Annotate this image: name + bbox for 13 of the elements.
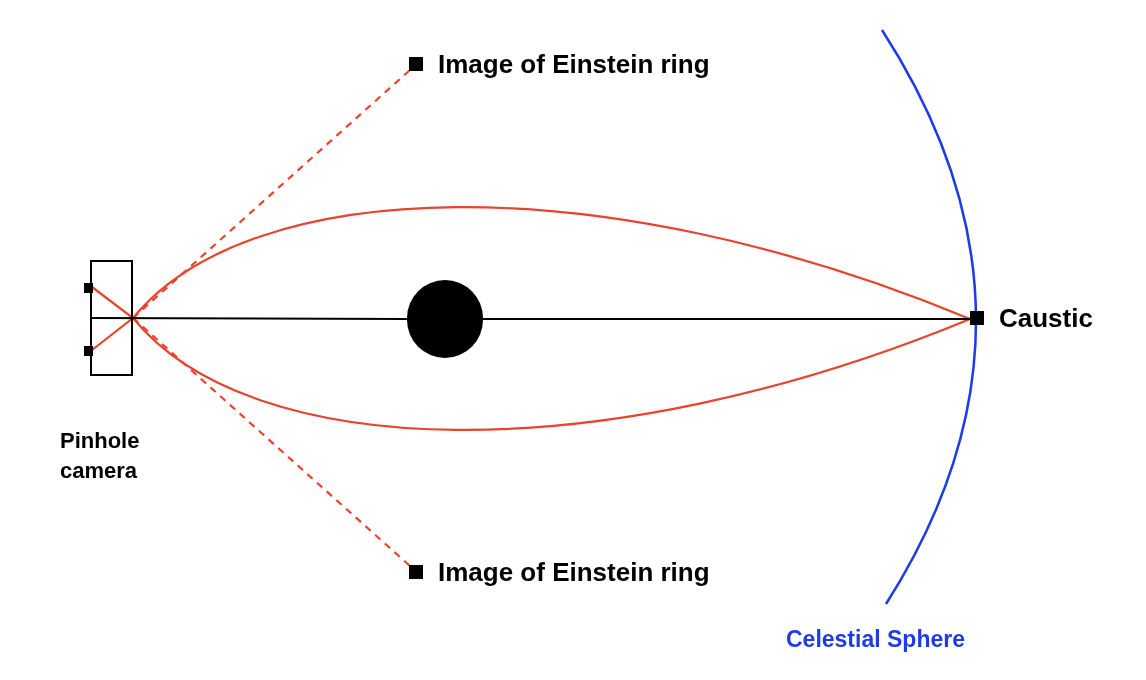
light-ray (483, 317, 970, 321)
point-label: Image of Einstein ring (438, 48, 710, 80)
light-ray (91, 286, 971, 431)
sphere-label: Celestial Sphere (786, 625, 965, 654)
node-label: Pinhole camera (60, 427, 141, 485)
light-ray (90, 316, 407, 321)
sensor-square (84, 283, 93, 293)
sensor-square (84, 346, 93, 356)
point-label: Caustic (999, 302, 1093, 334)
dashed-ray (132, 317, 411, 567)
dashed-ray (132, 69, 411, 319)
point-label: Image of Einstein ring (438, 556, 710, 588)
light-ray (91, 206, 971, 351)
